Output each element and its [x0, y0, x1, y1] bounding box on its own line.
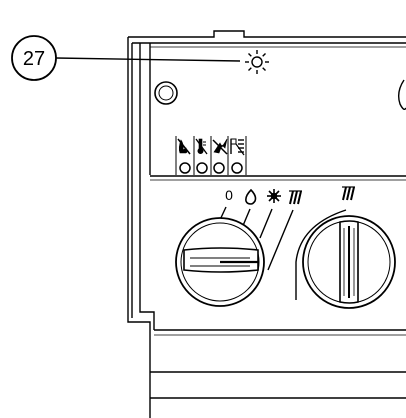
right-radiator-icon — [342, 186, 355, 201]
indicator-lamps — [175, 136, 247, 175]
radiator-icon — [289, 190, 302, 205]
pump-fault-icon — [230, 138, 245, 156]
housing — [127, 30, 406, 418]
left-control-knob[interactable] — [175, 217, 265, 307]
mounting-screw-icon — [154, 81, 178, 105]
status-lamp-icon — [245, 50, 269, 74]
right-edge-part — [397, 79, 406, 111]
ignition-fault-icon — [212, 138, 228, 155]
overheat-thermometer-icon — [195, 138, 208, 155]
dial-position-markings: 0 — [218, 187, 302, 271]
right-control-knob[interactable] — [302, 215, 396, 309]
flame-icon — [245, 188, 257, 205]
indicator-lamp — [196, 162, 208, 174]
callout-leader-line — [55, 57, 241, 62]
callout-number: 27 — [23, 48, 45, 70]
sun-icon — [267, 189, 281, 203]
burner-flame-off-icon — [177, 138, 191, 155]
indicator-lamp — [231, 162, 243, 174]
right-scale-arc — [295, 209, 347, 300]
callout: 27 — [11, 35, 241, 81]
position-off-label: 0 — [225, 187, 233, 203]
indicator-lamp — [213, 162, 225, 174]
indicator-lamp — [179, 162, 191, 174]
